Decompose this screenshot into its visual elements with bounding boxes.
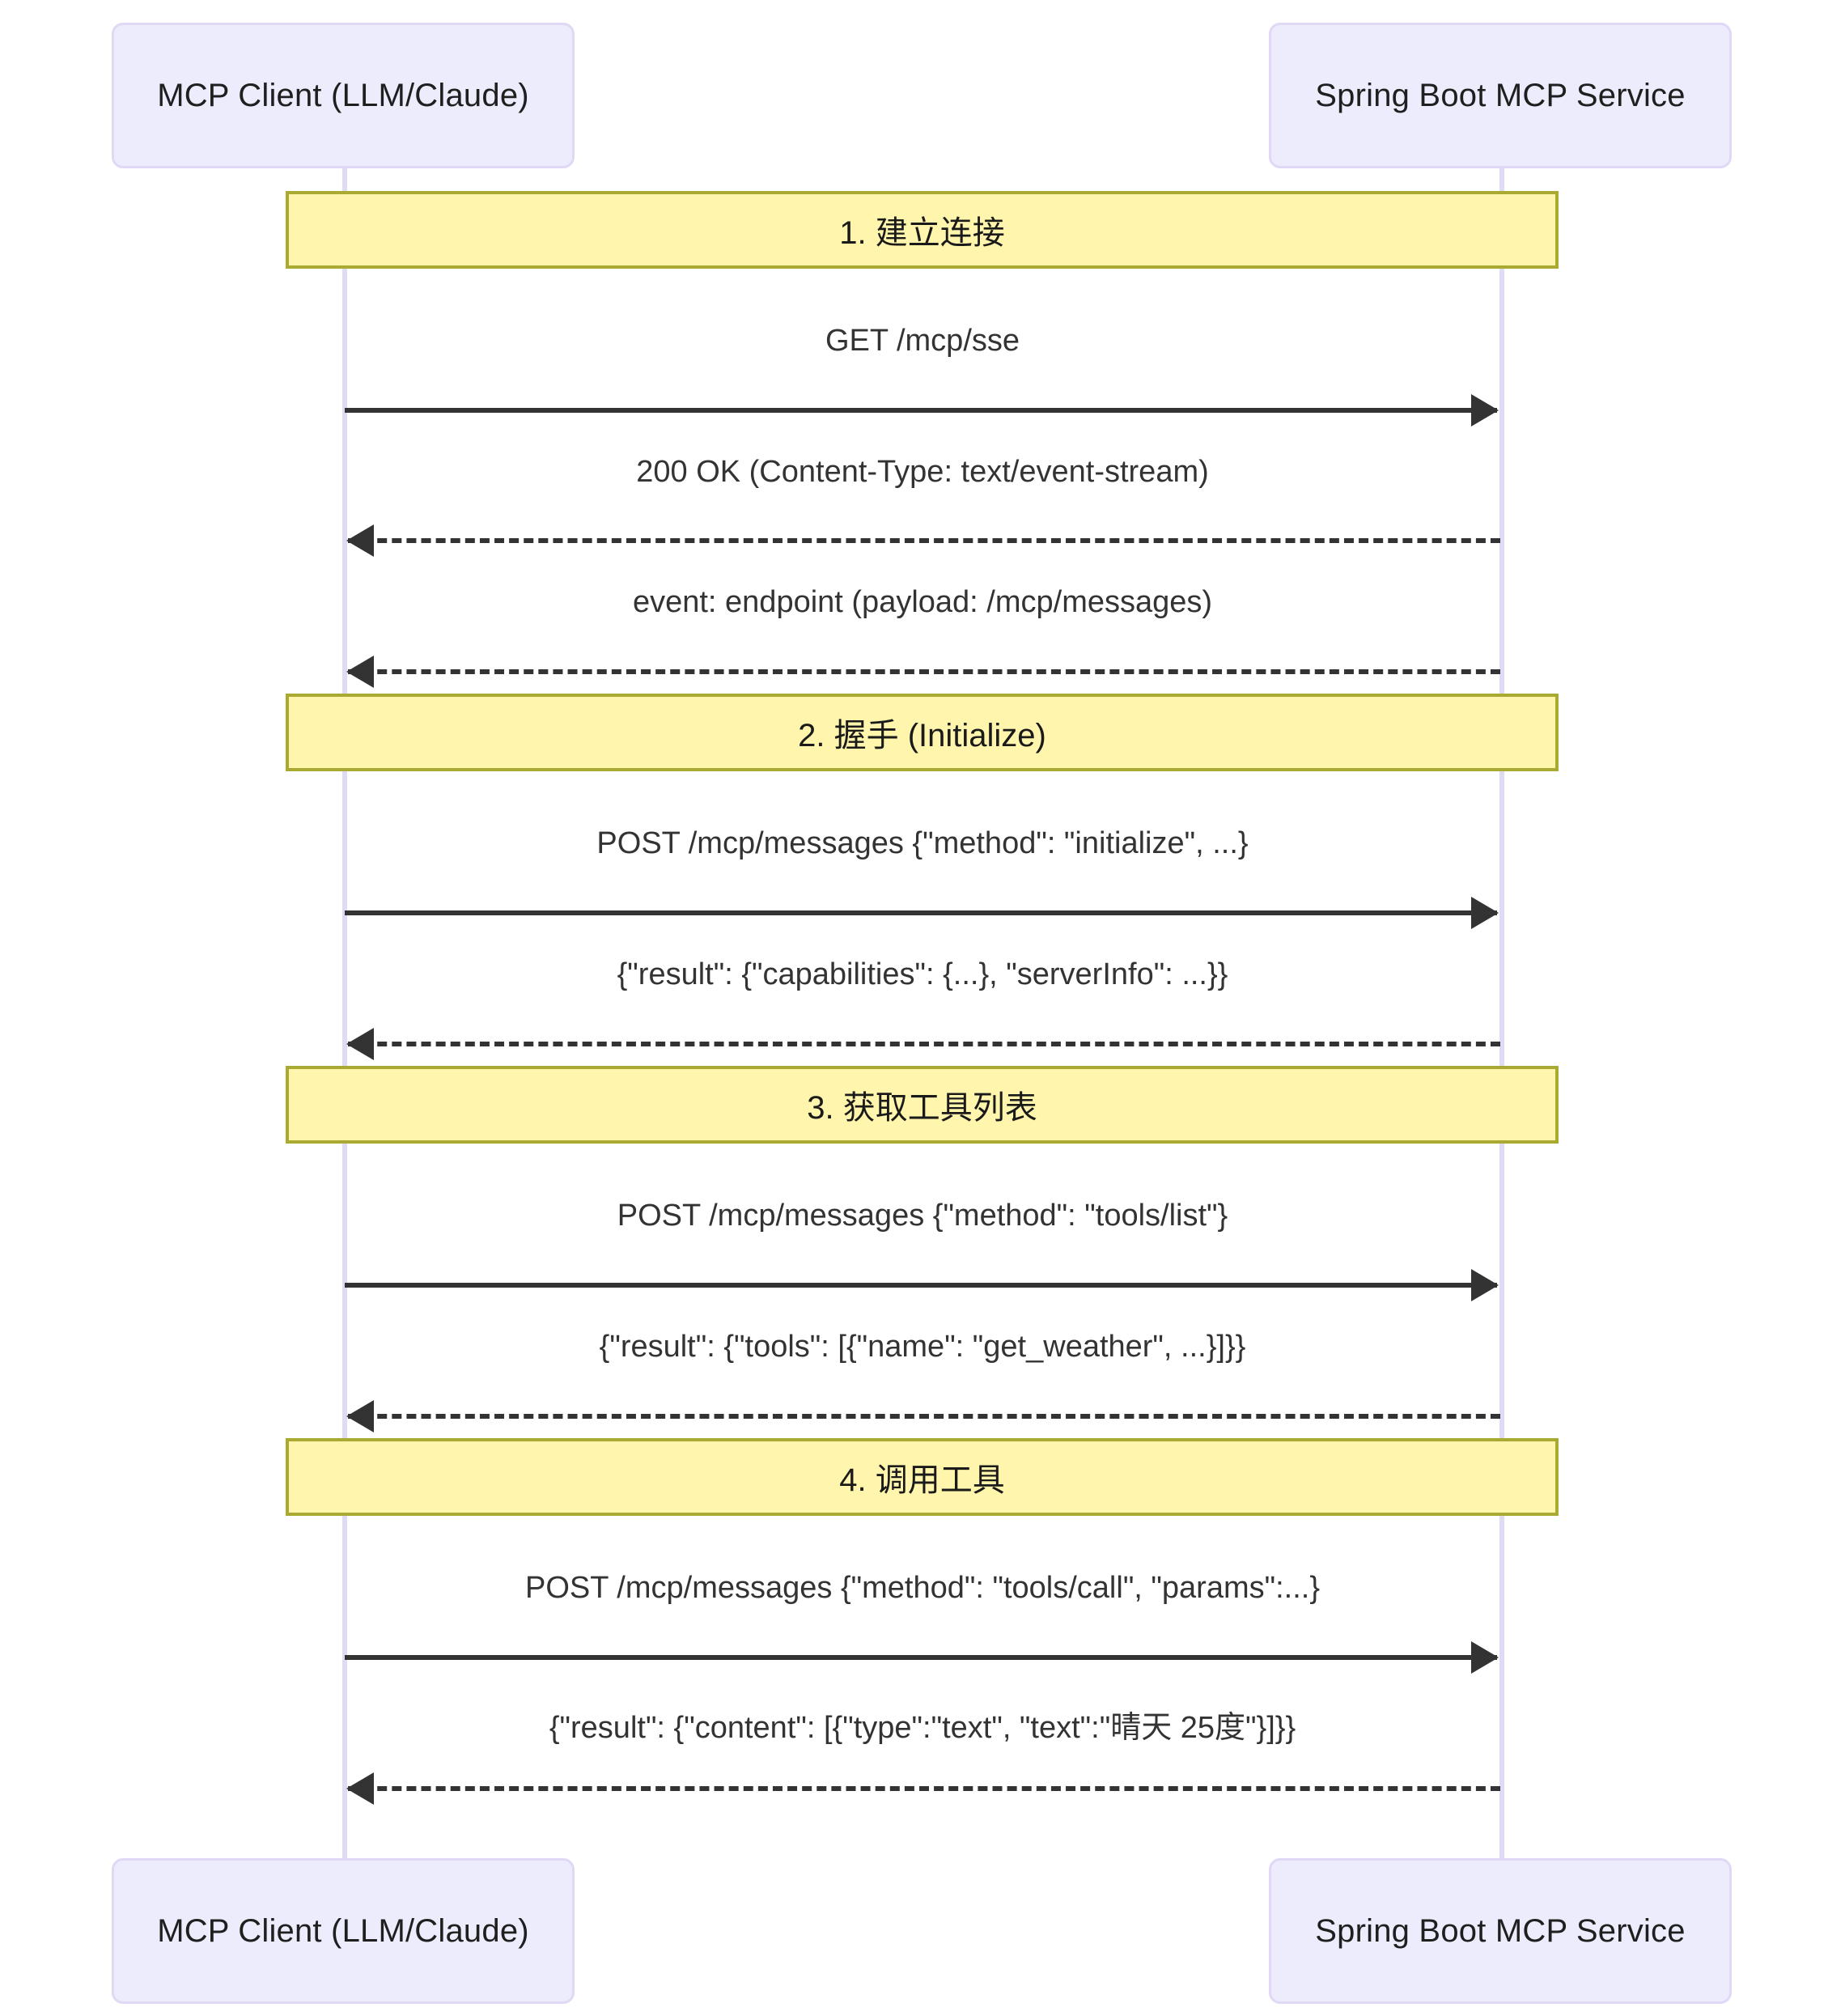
arrowhead-left-icon [346, 1772, 374, 1805]
arrow-shaft [348, 1042, 1500, 1046]
message-label-1-1: GET /mcp/sse [825, 324, 1020, 358]
section-title-3: 3. 获取工具列表 [807, 1090, 1037, 1126]
arrow-shaft [345, 910, 1497, 915]
participant-box-mcp-client-bottom[interactable]: MCP Client (LLM/Claude) [112, 1858, 575, 2004]
section-bar-2: 2. 握手 (Initialize) [286, 694, 1559, 771]
message-label-3-2: {"result": {"tools": [{"name": "get_weat… [599, 1330, 1246, 1364]
message-label-2-1: POST /mcp/messages {"method": "initializ… [596, 826, 1249, 860]
section-bar-1: 1. 建立连接 [286, 191, 1559, 269]
participant-label-mcp-client-top: MCP Client (LLM/Claude) [157, 77, 529, 113]
section-bar-3: 3. 获取工具列表 [286, 1066, 1559, 1144]
arrowhead-left-icon [346, 656, 374, 688]
arrow-shaft [348, 538, 1500, 543]
arrow-shaft [345, 1283, 1497, 1288]
section-title-2: 2. 握手 (Initialize) [798, 718, 1046, 753]
message-label-1-3: event: endpoint (payload: /mcp/messages) [632, 585, 1213, 619]
message-label-3-1: POST /mcp/messages {"method": "tools/lis… [617, 1199, 1228, 1233]
section-bar-4: 4. 调用工具 [286, 1438, 1559, 1516]
arrowhead-right-icon [1471, 1269, 1499, 1301]
arrow-shaft [348, 1786, 1500, 1791]
arrowhead-left-icon [346, 524, 374, 557]
participant-label-spring-boot-mcp-service-top: Spring Boot MCP Service [1315, 77, 1686, 113]
participant-box-spring-boot-mcp-service-bottom[interactable]: Spring Boot MCP Service [1269, 1858, 1732, 2004]
arrow-shaft [345, 1655, 1497, 1660]
message-label-1-2: 200 OK (Content-Type: text/event-stream) [636, 455, 1209, 489]
arrow-shaft [348, 1414, 1500, 1419]
arrowhead-right-icon [1471, 394, 1499, 427]
arrow-shaft [348, 669, 1500, 674]
message-label-4-1: POST /mcp/messages {"method": "tools/cal… [524, 1571, 1321, 1605]
arrowhead-left-icon [346, 1400, 374, 1432]
participant-box-mcp-client-top[interactable]: MCP Client (LLM/Claude) [112, 23, 575, 168]
section-title-4: 4. 调用工具 [839, 1462, 1005, 1498]
arrow-shaft [345, 408, 1497, 413]
lifeline-spring-boot-mcp-service [1499, 168, 1504, 1886]
message-label-4-2: {"result": {"content": [{"type":"text", … [549, 1711, 1296, 1745]
participant-label-mcp-client-bottom: MCP Client (LLM/Claude) [157, 1912, 529, 1949]
arrowhead-left-icon [346, 1028, 374, 1060]
participant-box-spring-boot-mcp-service-top[interactable]: Spring Boot MCP Service [1269, 23, 1732, 168]
section-title-1: 1. 建立连接 [839, 215, 1005, 251]
arrowhead-right-icon [1471, 897, 1499, 929]
arrowhead-right-icon [1471, 1641, 1499, 1674]
message-label-2-2: {"result": {"capabilities": {...}, "serv… [617, 957, 1228, 991]
participant-label-spring-boot-mcp-service-bottom: Spring Boot MCP Service [1315, 1912, 1686, 1949]
lifeline-mcp-client [342, 168, 347, 1886]
